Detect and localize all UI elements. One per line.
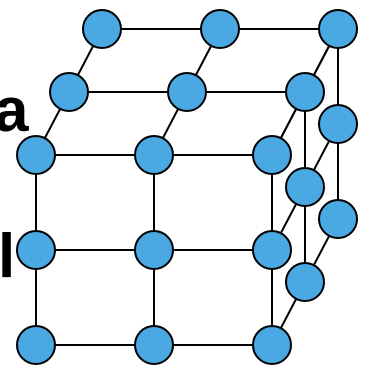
lattice-node	[318, 199, 358, 239]
lattice-node	[49, 72, 89, 112]
lattice-node	[285, 167, 325, 207]
cropped-text-l: l	[0, 222, 16, 291]
lattice-node	[134, 325, 174, 365]
lattice-node	[16, 230, 56, 270]
lattice-nodes	[16, 9, 358, 365]
lattice-node	[318, 9, 358, 49]
lattice-node	[134, 230, 174, 270]
lattice-node	[252, 230, 292, 270]
lattice-node	[200, 9, 240, 49]
cropped-text-a: a	[0, 76, 29, 145]
lattice-node	[82, 9, 122, 49]
lattice-node	[318, 104, 358, 144]
lattice-node	[252, 135, 292, 175]
lattice-node	[285, 262, 325, 302]
lattice-node	[285, 72, 325, 112]
lattice-node	[16, 135, 56, 175]
lattice-node	[16, 325, 56, 365]
lattice-node	[252, 325, 292, 365]
lattice-node	[167, 72, 207, 112]
lattice-node	[134, 135, 174, 175]
